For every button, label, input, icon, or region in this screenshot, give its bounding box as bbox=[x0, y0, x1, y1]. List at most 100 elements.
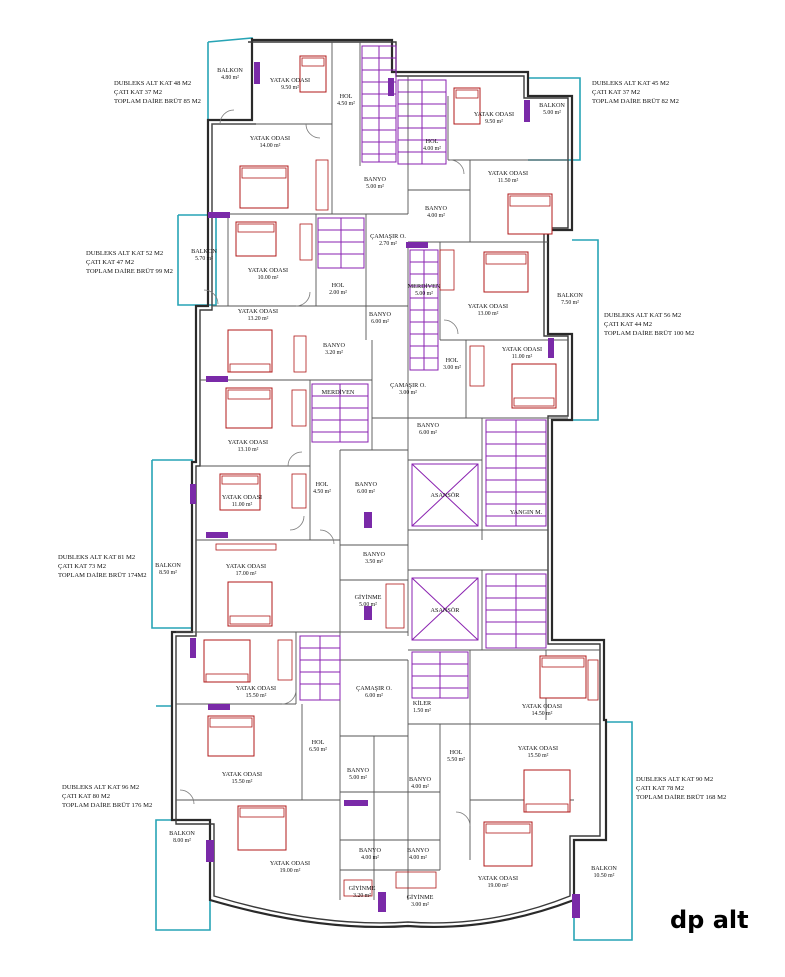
room-area: 17.00 m² bbox=[236, 571, 257, 577]
room-area: 5.00 m² bbox=[349, 775, 367, 781]
room-name: BANYO bbox=[355, 481, 378, 488]
unit-note: TOPLAM DAİRE BRÜT 168 M2 bbox=[636, 794, 726, 801]
room-name: YATAK ODASI bbox=[248, 267, 288, 274]
unit-notes: DUBLEKS ALT KAT 48 M2 ÇATI KAT 37 M2 TOP… bbox=[58, 80, 726, 809]
room-name: BALKON bbox=[217, 67, 243, 74]
unit-note: DUBLEKS ALT KAT 81 M2 bbox=[58, 554, 135, 561]
room-area: 19.00 m² bbox=[488, 883, 509, 889]
room-name: HOL bbox=[450, 749, 463, 756]
room-name: BALKON bbox=[591, 865, 617, 872]
room-name: HOL bbox=[312, 739, 325, 746]
room-area: 11.00 m² bbox=[232, 502, 253, 508]
room-name: YANGIN M. bbox=[510, 509, 543, 516]
room-area: 4.00 m² bbox=[427, 213, 445, 219]
room-area: 8.00 m² bbox=[173, 838, 191, 844]
room-name: BANYO bbox=[409, 776, 432, 783]
room-area: 10.50 m² bbox=[594, 873, 615, 879]
room-name: MERDİVEN bbox=[322, 389, 355, 396]
room-area: 15.50 m² bbox=[528, 753, 549, 759]
unit-note: ÇATI KAT 78 M2 bbox=[636, 785, 684, 792]
unit-note: ÇATI KAT 47 M2 bbox=[86, 259, 134, 266]
room-name: YATAK ODASI bbox=[236, 685, 276, 692]
room-name: YATAK ODASI bbox=[478, 875, 518, 882]
room-name: ÇAMAŞIR O. bbox=[356, 685, 392, 692]
partitions bbox=[176, 42, 600, 900]
room-area: 4.00 m² bbox=[423, 146, 441, 152]
unit-note: TOPLAM DAİRE BRÜT 85 M2 bbox=[114, 98, 201, 105]
room-name: HOL bbox=[332, 282, 345, 289]
doors bbox=[179, 109, 471, 827]
unit-note: TOPLAM DAİRE BRÜT 100 M2 bbox=[604, 330, 694, 337]
room-name: ÇAMAŞIR O. bbox=[390, 382, 426, 389]
room-name: GİYİNME bbox=[349, 885, 376, 892]
room-area: 5.00 m² bbox=[543, 110, 561, 116]
room-name: BANYO bbox=[347, 767, 370, 774]
room-name: MERDİVEN bbox=[408, 283, 441, 290]
room-name: BALKON bbox=[539, 102, 565, 109]
unit-note: DUBLEKS ALT KAT 56 M2 bbox=[604, 312, 681, 319]
room-name: YATAK ODASI bbox=[228, 439, 268, 446]
room-area: 3.00 m² bbox=[399, 390, 417, 396]
room-name: YATAK ODASI bbox=[474, 111, 514, 118]
room-area: 6.50 m² bbox=[309, 747, 327, 753]
room-name: YATAK ODASI bbox=[468, 303, 508, 310]
room-area: 6.00 m² bbox=[357, 489, 375, 495]
room-area: 4.80 m² bbox=[221, 75, 239, 81]
room-area: 13.10 m² bbox=[238, 447, 259, 453]
room-area: 9.50 m² bbox=[485, 119, 503, 125]
room-name: GİYİNME bbox=[407, 894, 434, 901]
room-area: 19.00 m² bbox=[280, 868, 301, 874]
room-name: BANYO bbox=[359, 847, 382, 854]
room-name: YATAK ODASI bbox=[222, 771, 262, 778]
room-name: YATAK ODASI bbox=[488, 170, 528, 177]
unit-note: TOPLAM DAİRE BRÜT 82 M2 bbox=[592, 98, 679, 105]
room-name: BANYO bbox=[425, 205, 448, 212]
room-area: 13.00 m² bbox=[478, 311, 499, 317]
room-name: YATAK ODASI bbox=[250, 135, 290, 142]
room-area: 2.00 m² bbox=[329, 290, 347, 296]
room-name: BANYO bbox=[407, 847, 430, 854]
room-name: ÇAMAŞIR O. bbox=[370, 233, 406, 240]
room-area: 13.20 m² bbox=[248, 316, 269, 322]
room-area: 15.50 m² bbox=[232, 779, 253, 785]
room-area: 3.00 m² bbox=[443, 365, 461, 371]
room-area: 4.00 m² bbox=[409, 855, 427, 861]
room-area: 5.00 m² bbox=[359, 602, 377, 608]
room-name: HOL bbox=[426, 138, 439, 145]
room-name: BALKON bbox=[191, 248, 217, 255]
room-area: 5.00 m² bbox=[366, 184, 384, 190]
unit-note: TOPLAM DAİRE BRÜT 99 M2 bbox=[86, 268, 173, 275]
room-area: 8.50 m² bbox=[159, 570, 177, 576]
room-area: 1.50 m² bbox=[413, 708, 431, 714]
room-area: 3.50 m² bbox=[365, 559, 383, 565]
room-area: 15.50 m² bbox=[246, 693, 267, 699]
room-area: 3.00 m² bbox=[411, 902, 429, 908]
unit-note: ÇATI KAT 80 M2 bbox=[62, 793, 110, 800]
unit-note: TOPLAM DAİRE BRÜT 174M2 bbox=[58, 572, 147, 579]
room-area: 4.00 m² bbox=[361, 855, 379, 861]
room-name: ASANSÖR bbox=[431, 607, 461, 614]
room-area: 14.50 m² bbox=[532, 711, 553, 717]
room-name: GİYİNME bbox=[355, 594, 382, 601]
unit-note: DUBLEKS ALT KAT 96 M2 bbox=[62, 784, 139, 791]
unit-note: DUBLEKS ALT KAT 90 M2 bbox=[636, 776, 713, 783]
unit-note: ÇATI KAT 37 M2 bbox=[114, 89, 162, 96]
room-name: HOL bbox=[316, 481, 329, 488]
watermark: dp alt bbox=[670, 906, 749, 934]
room-name: YATAK ODASI bbox=[270, 860, 310, 867]
unit-note: ÇATI KAT 37 M2 bbox=[592, 89, 640, 96]
unit-note: ÇATI KAT 73 M2 bbox=[58, 563, 106, 570]
room-name: HOL bbox=[340, 93, 353, 100]
room-name: YATAK ODASI bbox=[226, 563, 266, 570]
room-area: 3.20 m² bbox=[325, 350, 343, 356]
room-name: YATAK ODASI bbox=[238, 308, 278, 315]
room-area: 4.50 m² bbox=[313, 489, 331, 495]
outer-walls bbox=[170, 38, 608, 929]
room-area: 4.00 m² bbox=[411, 784, 429, 790]
room-area: 11.00 m² bbox=[512, 354, 533, 360]
room-area: 3.20 m² bbox=[353, 893, 371, 899]
room-area: 6.00 m² bbox=[365, 693, 383, 699]
windows bbox=[190, 62, 580, 918]
unit-note: TOPLAM DAİRE BRÜT 176 M2 bbox=[62, 802, 152, 809]
